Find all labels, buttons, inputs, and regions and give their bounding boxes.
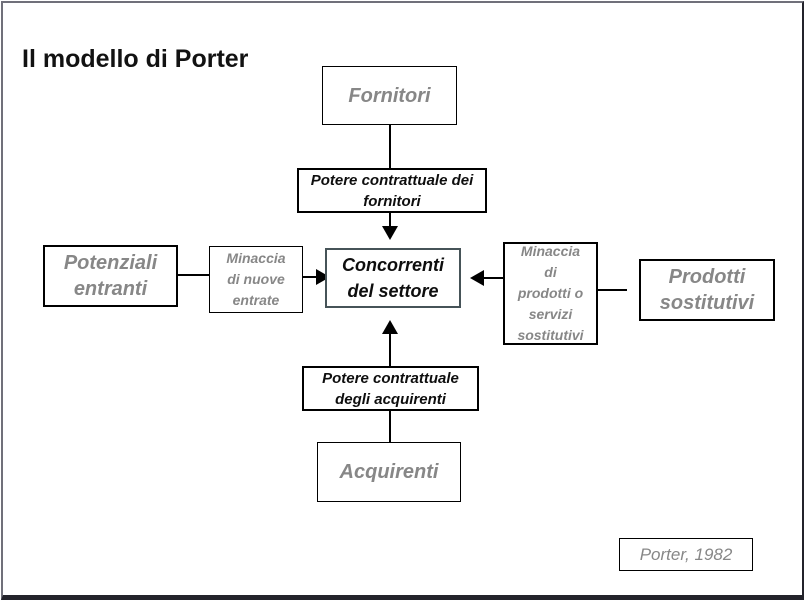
box-minaccia-sostitutivi: Minaccia di prodotti o servizi sostituti… [503,242,598,345]
connector-minaccia-sostitutivi-to-center [484,277,503,279]
connector-fornitori-to-potere [389,125,391,168]
citation-box: Porter, 1982 [619,538,753,571]
box-acquirenti-label: Acquirenti [339,461,439,483]
connector-minaccia-entrate-to-center [303,276,317,278]
box-concorrenti-label: Concorrenti del settore [341,254,444,301]
box-potenziali-entranti-label: Potenziali entranti [63,252,158,300]
connector-prodotti-to-minaccia [598,289,627,291]
box-potere-acquirenti: Potere contrattuale degli acquirenti [302,366,479,411]
arrow-down-icon [382,226,398,240]
citation-label: Porter, 1982 [639,544,733,564]
arrow-left-icon [470,270,484,286]
box-prodotti-sostitutivi: Prodotti sostitutivi [639,259,775,321]
box-minaccia-sostitutivi-label: Minaccia di prodotti o servizi sostituti… [517,243,584,343]
box-potere-fornitori-label: Potere contrattuale dei fornitori [310,171,474,210]
box-fornitori-label: Fornitori [348,84,431,107]
box-minaccia-entrate: Minaccia di nuove entrate [209,246,303,313]
box-concorrenti: Concorrenti del settore [325,248,461,308]
connector-potere-fornitori-to-center [389,213,391,227]
page-title: Il modello di Porter [22,45,249,73]
box-minaccia-entrate-label: Minaccia di nuove entrate [226,250,286,308]
connector-potere-acquirenti-to-center [389,334,391,366]
connector-potenziali-to-minaccia [177,274,209,276]
arrow-up-icon [382,320,398,334]
box-prodotti-sostitutivi-label: Prodotti sostitutivi [659,266,755,314]
box-potenziali-entranti: Potenziali entranti [43,245,178,307]
box-fornitori: Fornitori [322,66,457,125]
box-potere-fornitori: Potere contrattuale dei fornitori [297,168,487,213]
connector-acquirenti-to-potere [389,411,391,442]
box-acquirenti: Acquirenti [317,442,461,502]
box-potere-acquirenti-label: Potere contrattuale degli acquirenti [322,369,459,408]
